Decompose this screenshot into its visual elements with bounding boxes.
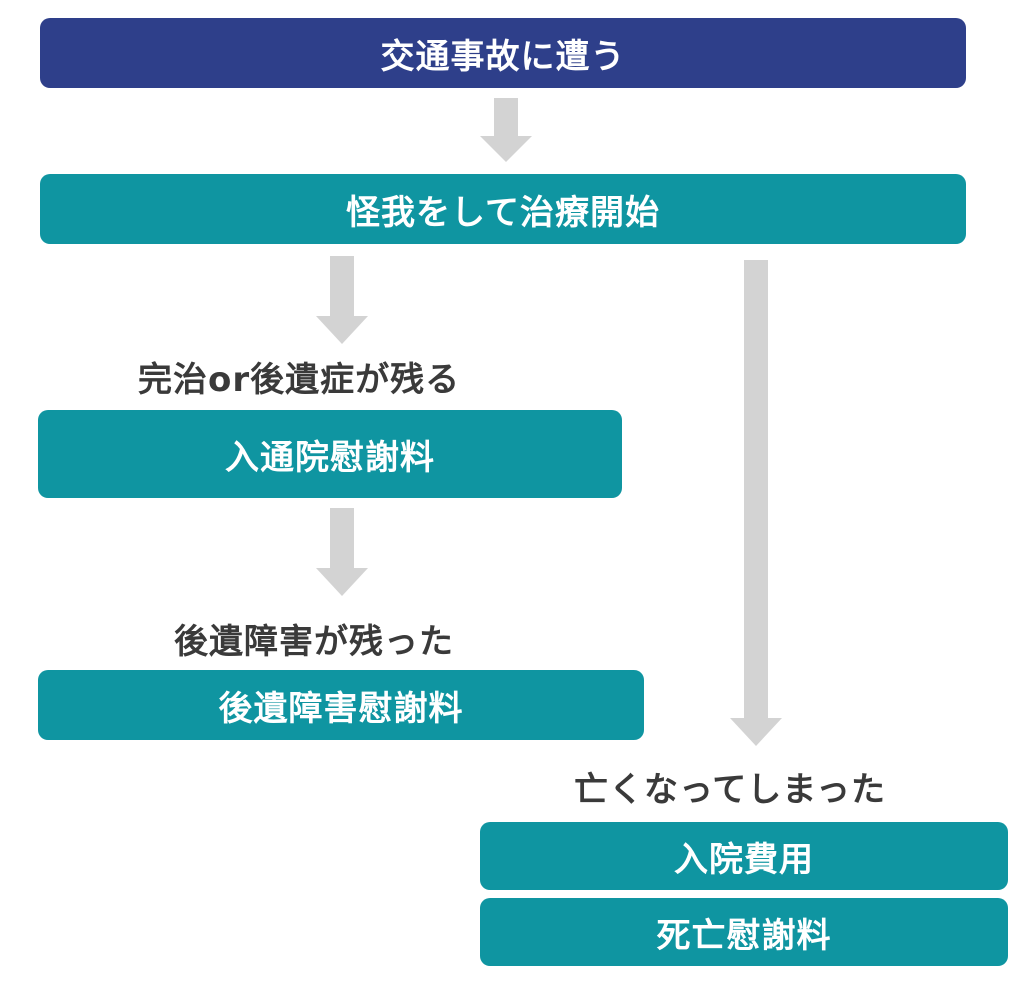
arrow-down-1 <box>480 98 532 162</box>
heading-aftereffect-remained: 後遺障害が残った <box>174 622 454 662</box>
step-injury-treatment-label: 怪我をして治療開始 <box>346 192 660 233</box>
step-traffic-accident: 交通事故に遭う <box>40 18 966 88</box>
step-injury-treatment: 怪我をして治療開始 <box>40 174 966 244</box>
box-death-consolation: 死亡慰謝料 <box>480 898 1008 966</box>
heading-passed-away: 亡くなってしまった <box>574 770 886 810</box>
box-death-consolation-label: 死亡慰謝料 <box>656 915 832 956</box>
step-traffic-accident-label: 交通事故に遭う <box>380 36 626 77</box>
arrow-down-left-1 <box>316 256 368 344</box>
arrow-down-left-2 <box>316 508 368 596</box>
arrow-down-right <box>730 260 782 746</box>
box-aftereffect-consolation: 後遺障害慰謝料 <box>38 670 644 740</box>
box-hospitalization-cost: 入院費用 <box>480 822 1008 890</box>
heading-recovery-or-aftereffect: 完治or後遺症が残る <box>138 360 461 400</box>
box-hospital-visit-consolation-label: 入通院慰謝料 <box>225 437 435 478</box>
box-hospital-visit-consolation: 入通院慰謝料 <box>38 410 622 498</box>
box-hospitalization-cost-label: 入院費用 <box>674 839 814 880</box>
box-aftereffect-consolation-label: 後遺障害慰謝料 <box>218 688 464 729</box>
